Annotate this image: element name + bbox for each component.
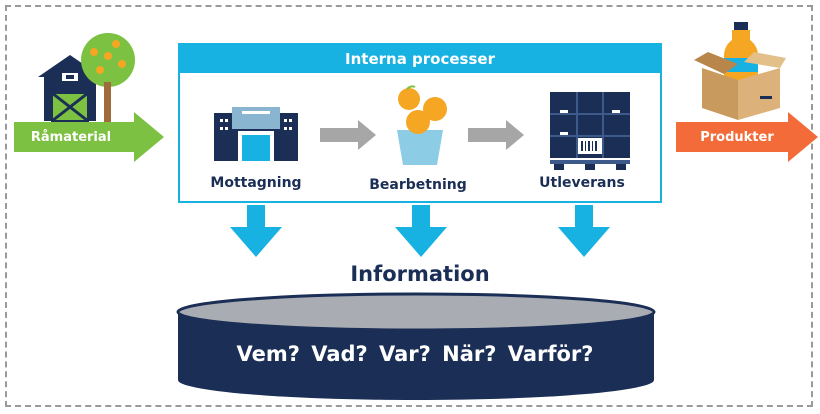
oranges-bowl-icon [397, 85, 447, 165]
output-arrow [676, 112, 818, 162]
internal-processes-title: Interna processer [180, 45, 660, 73]
down-arrow-1 [230, 205, 282, 257]
output-label: Produkter [700, 130, 774, 145]
information-questions: Vem? Vad? Var? När? Varför? [236, 342, 594, 366]
factory-icon [214, 107, 298, 161]
tree-icon [81, 33, 135, 122]
step-arrow-2 [468, 120, 524, 150]
down-arrow-3 [558, 205, 610, 257]
input-label: Råmaterial [30, 130, 112, 145]
information-title: Information [350, 262, 490, 286]
database-cylinder [176, 292, 656, 400]
pallet-icon [550, 92, 630, 170]
input-arrow [14, 112, 164, 162]
step-label-bearbetning: Bearbetning [369, 177, 467, 193]
juice-box-icon [694, 22, 786, 120]
diagram-frame [5, 5, 813, 407]
step-label-mottagning: Mottagning [210, 175, 302, 191]
step-label-utleverans: Utleverans [539, 175, 625, 191]
step-arrow-1 [320, 120, 376, 150]
down-arrow-2 [395, 205, 447, 257]
